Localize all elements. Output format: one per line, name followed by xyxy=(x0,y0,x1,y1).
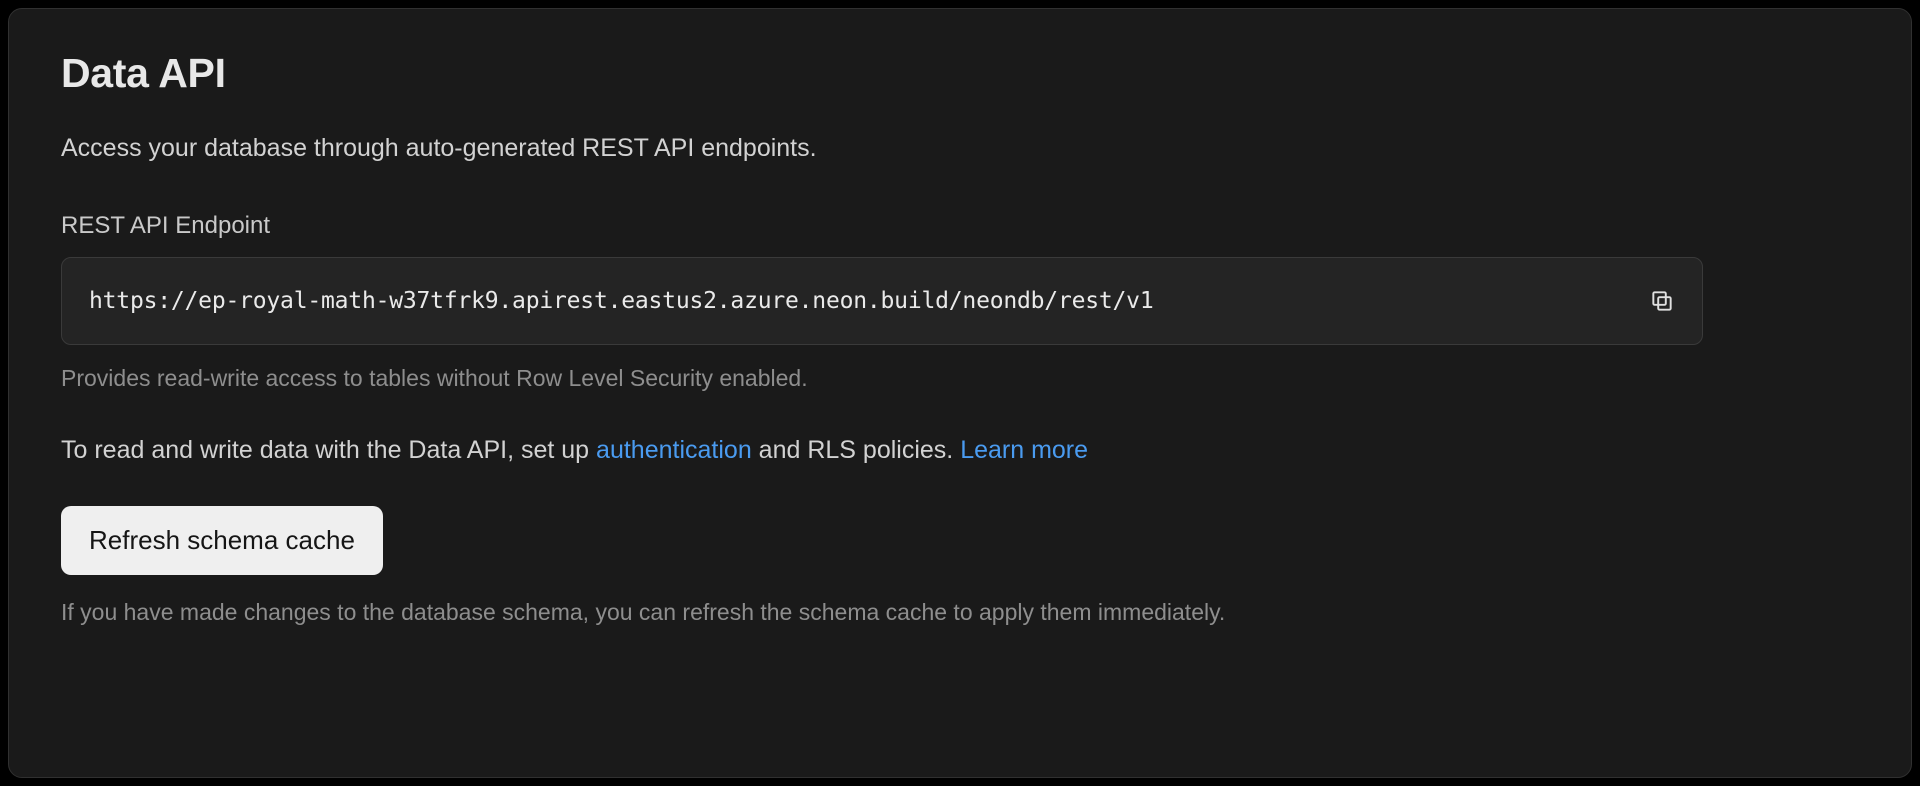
endpoint-url-value[interactable]: https://ep-royal-math-w37tfrk9.apirest.e… xyxy=(89,288,1154,315)
refresh-schema-cache-button[interactable]: Refresh schema cache xyxy=(61,505,383,575)
info-text-middle: and RLS policies. xyxy=(751,436,961,465)
copy-icon xyxy=(1649,288,1675,314)
endpoint-field-label: REST API Endpoint xyxy=(61,211,271,239)
rls-info-paragraph: To read and write data with the Data API… xyxy=(61,434,1859,468)
endpoint-field-hint: Provides read-write access to tables wit… xyxy=(61,365,808,392)
data-api-card: Data API Access your database through au… xyxy=(8,8,1912,778)
authentication-link[interactable]: authentication xyxy=(596,436,752,465)
learn-more-link[interactable]: Learn more xyxy=(960,436,1089,465)
info-text-before: To read and write data with the Data API… xyxy=(61,436,597,465)
endpoint-input-row[interactable]: https://ep-royal-math-w37tfrk9.apirest.e… xyxy=(61,257,1703,346)
card-content: Data API Access your database through au… xyxy=(61,50,1859,628)
page-description: Access your database through auto-genera… xyxy=(61,134,817,163)
refresh-schema-hint: If you have made changes to the database… xyxy=(61,598,1226,625)
page-title: Data API xyxy=(61,50,226,96)
copy-endpoint-button[interactable] xyxy=(1640,279,1684,323)
